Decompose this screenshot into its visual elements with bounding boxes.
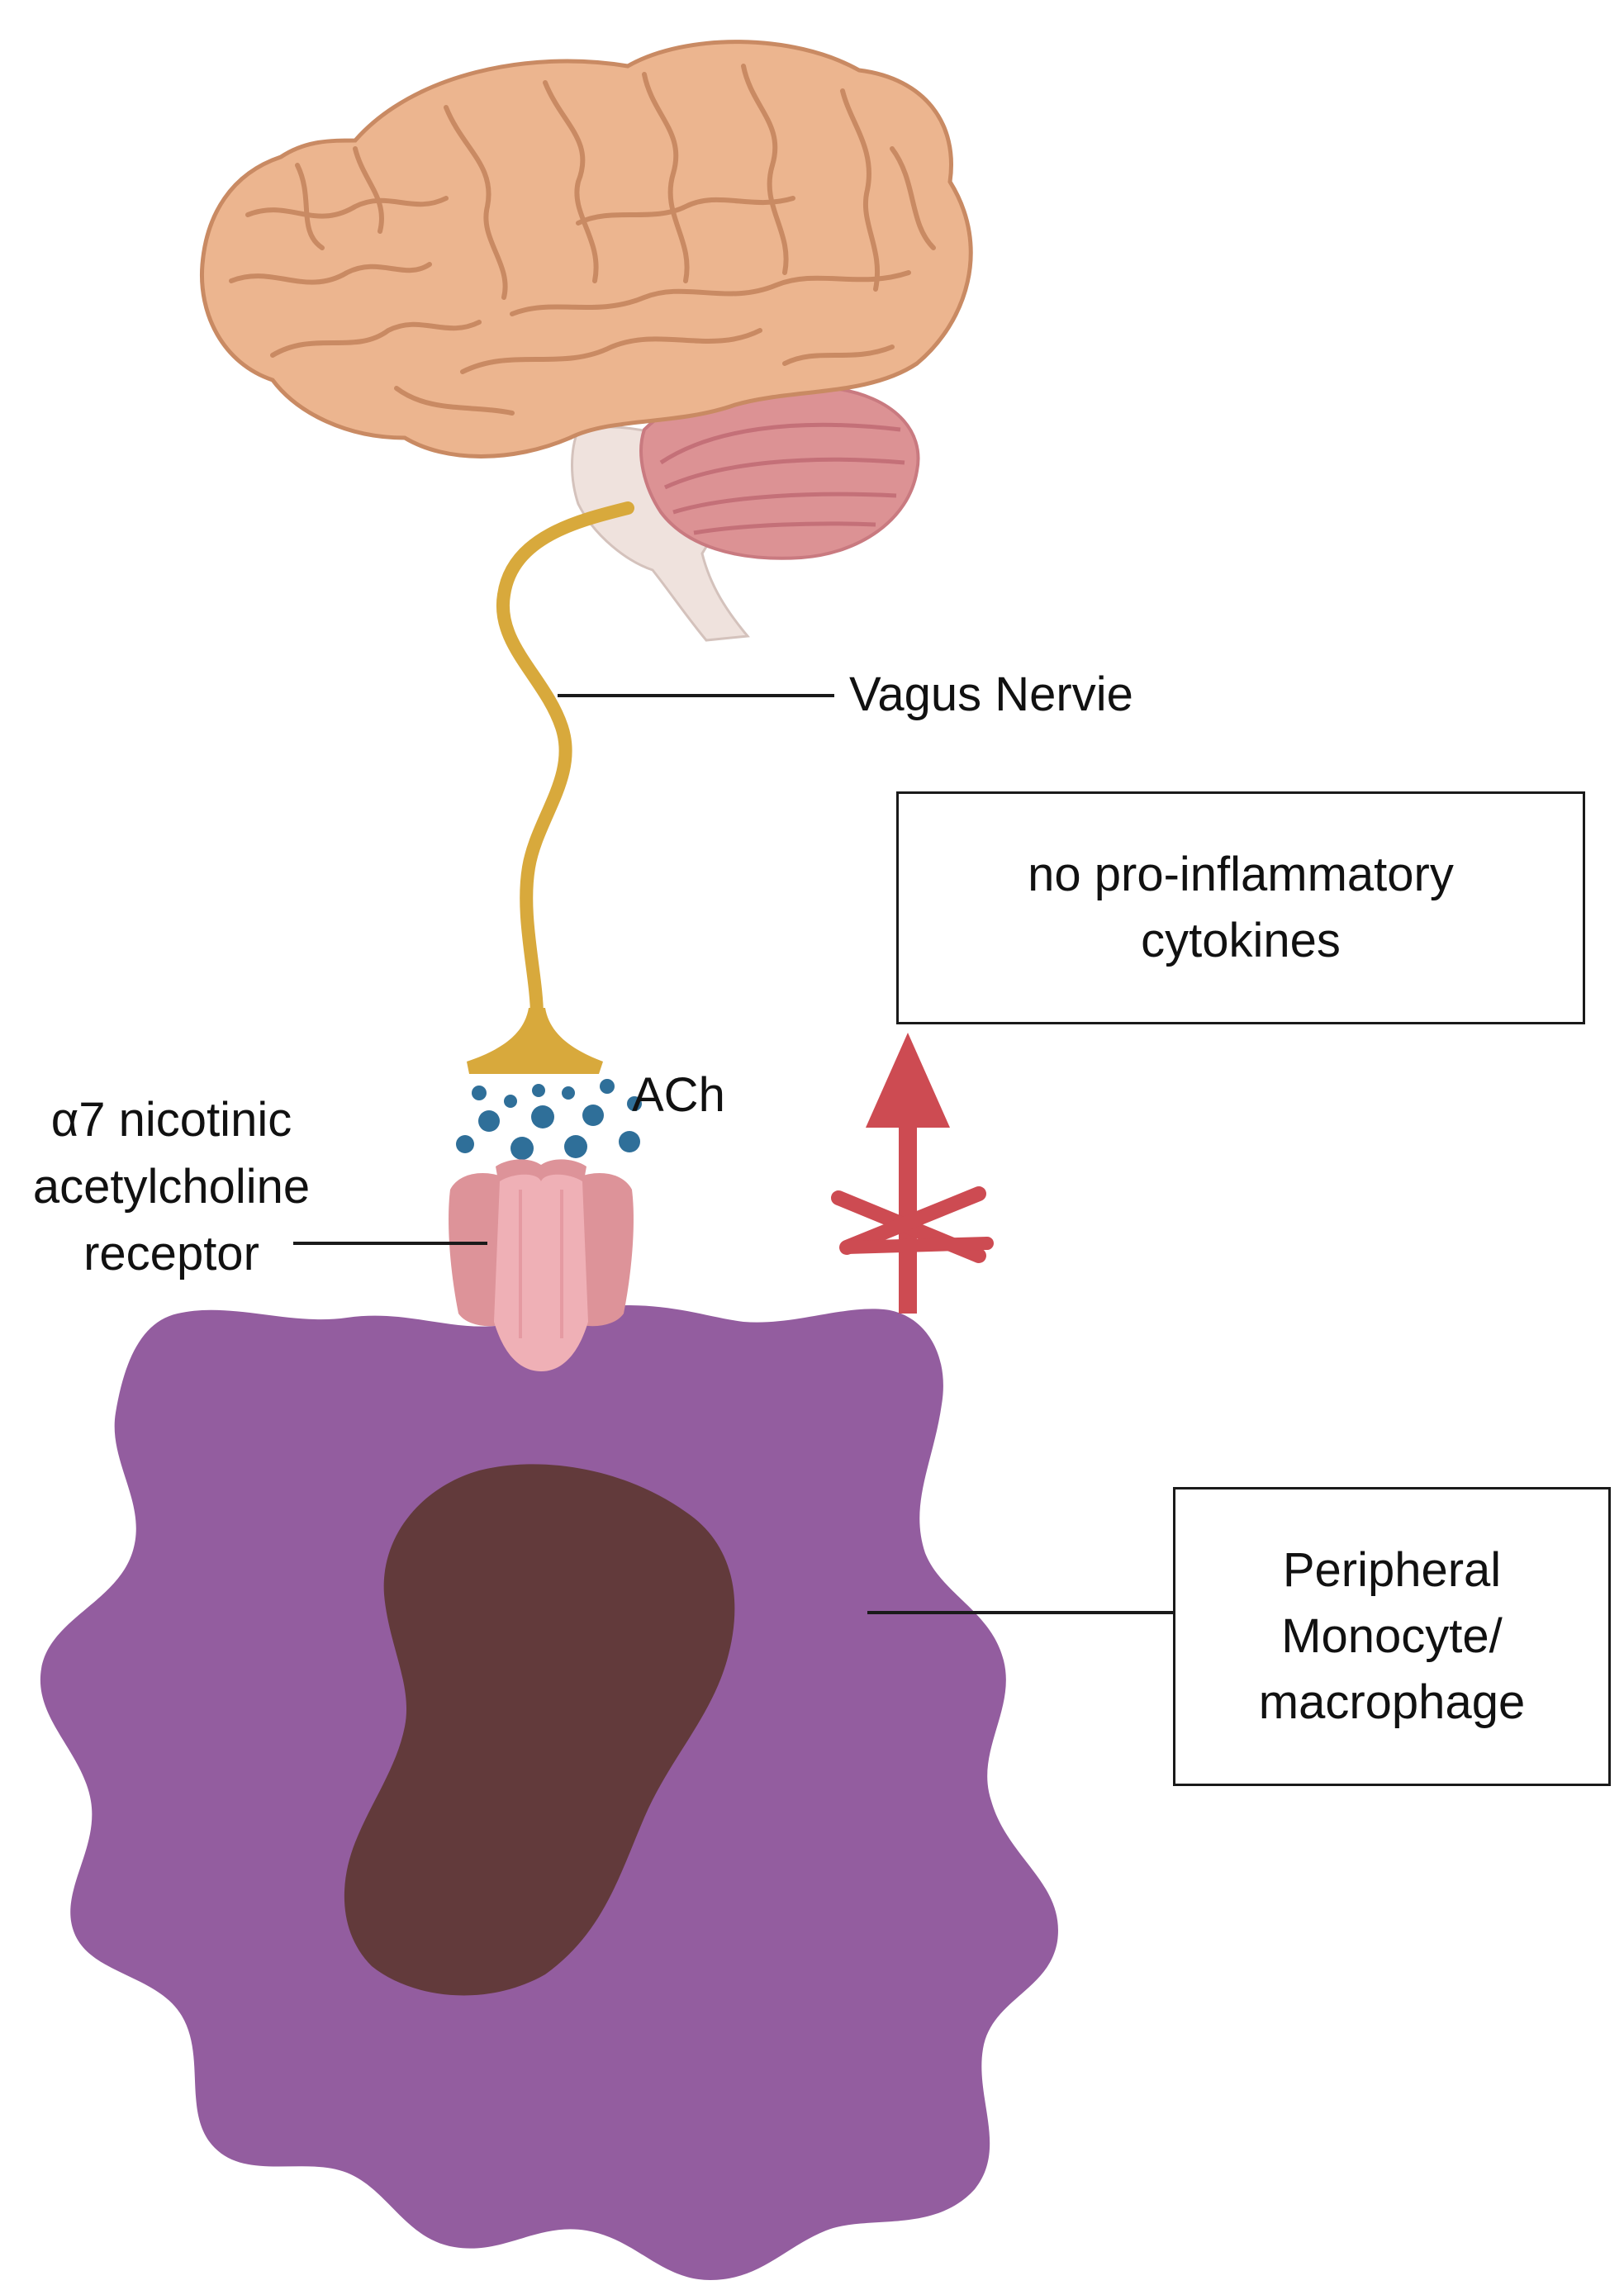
nicotinic-receptor <box>449 1159 634 1371</box>
nucleus <box>344 1464 735 1996</box>
cerebellum <box>639 383 920 560</box>
nerve-terminal <box>467 1008 603 1074</box>
receptor-label-line-2: acetylcholine <box>32 1160 311 1214</box>
cell-label-line-2: Monocyte/ <box>1281 1608 1503 1663</box>
receptor-label: α7 nicotinic acetylcholine receptor <box>8 1086 335 1288</box>
receptor-label-line-3: receptor <box>83 1227 259 1281</box>
cell-label-box: Peripheral Monocyte/ macrophage <box>1173 1487 1611 1786</box>
cytokines-box: no pro-inflammatory cytokines <box>896 791 1585 1024</box>
ach-label: ACh <box>632 1068 725 1122</box>
cerebrum <box>199 40 973 458</box>
cytokines-text-line-1: no pro-inflammatory <box>1028 847 1454 901</box>
cell-label-line-1: Peripheral <box>1282 1542 1502 1597</box>
acetylcholine-molecules <box>456 1079 642 1160</box>
cell-label-line-3: macrophage <box>1258 1675 1526 1730</box>
receptor-label-line-1: α7 nicotinic <box>50 1093 292 1147</box>
vagus-nerve <box>496 501 634 1023</box>
inhibited-arrow <box>831 1033 994 1314</box>
vagus-nerve-label: Vagus Nervie <box>849 668 1133 721</box>
cytokines-text-line-2: cytokines <box>1141 914 1341 967</box>
